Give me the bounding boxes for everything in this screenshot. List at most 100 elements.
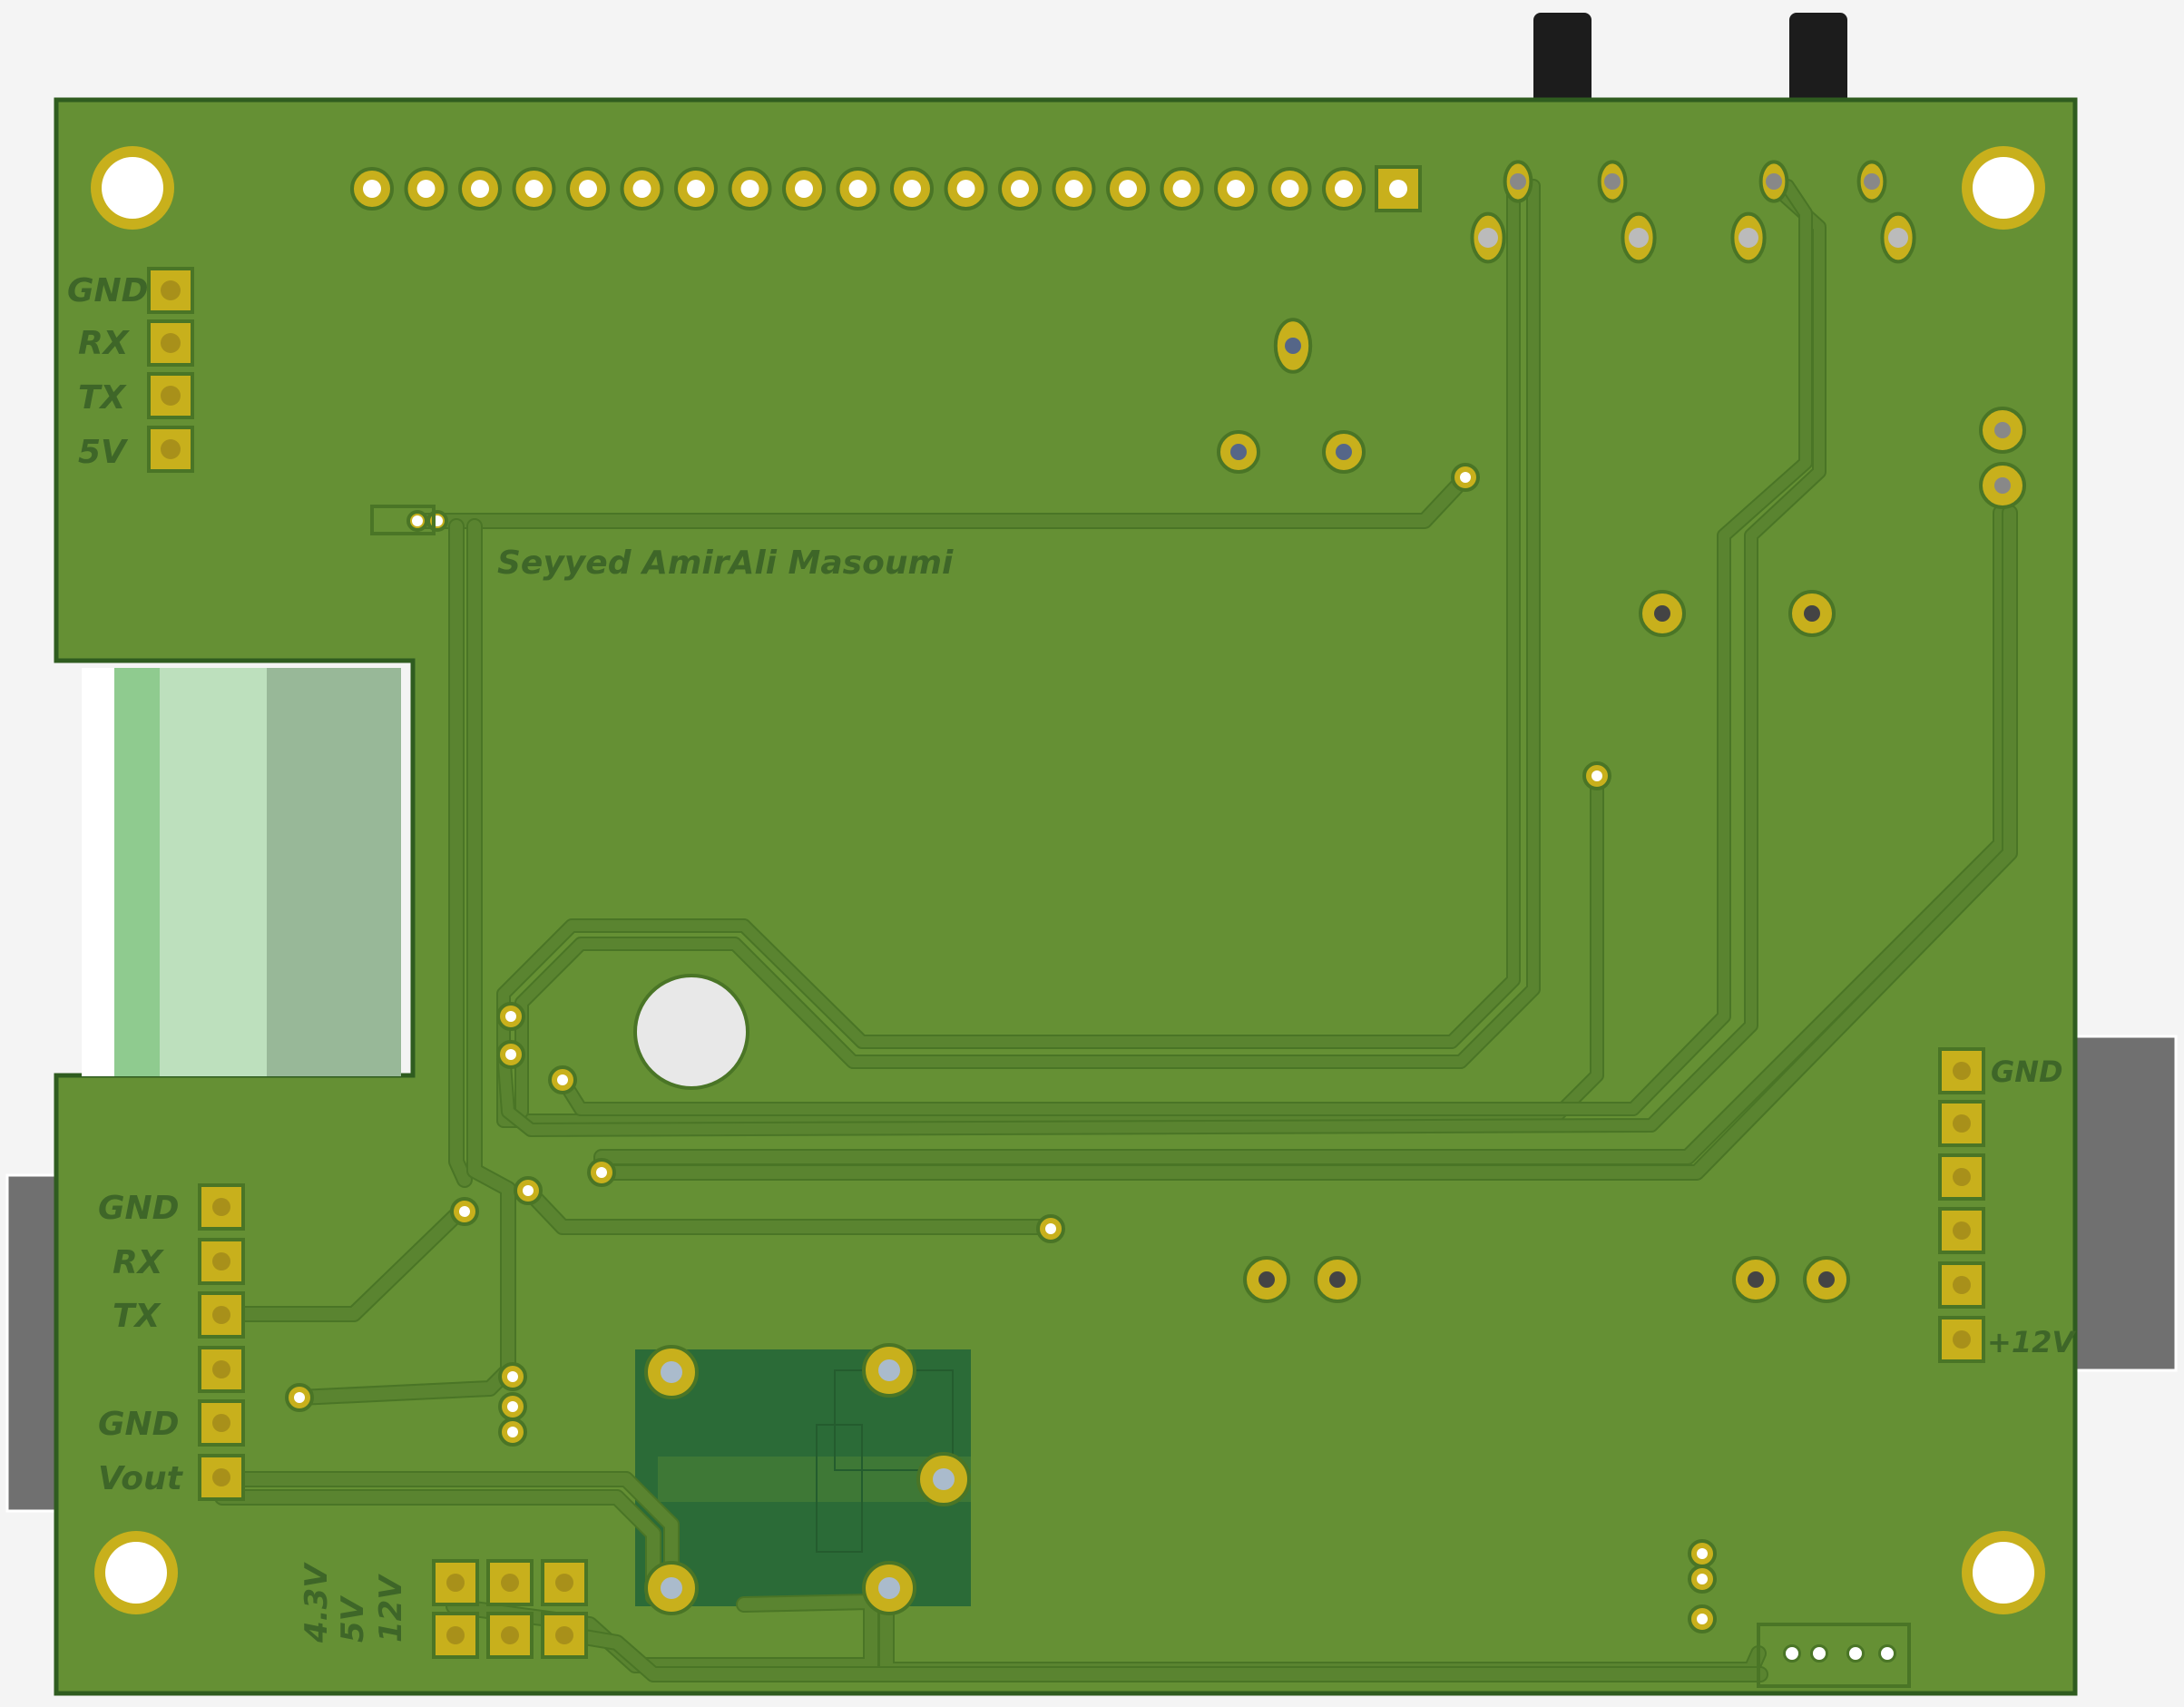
uart-header-top-pin-3 — [147, 372, 194, 419]
board-outline — [54, 97, 2078, 1696]
bottom-left-label-rx: RX — [113, 1244, 165, 1281]
voltage-jumper-5 — [486, 1612, 534, 1659]
voltage-jumper-1 — [432, 1559, 479, 1606]
capacitor-pad-1 — [1217, 430, 1260, 474]
bottom-left-label-gnd-2: GND — [98, 1406, 180, 1443]
bottom-left-label-vout: Vout — [98, 1460, 184, 1497]
trace-7 — [498, 181, 1825, 1135]
via-11 — [498, 1362, 527, 1391]
voltage-jumper-4 — [432, 1612, 479, 1659]
via-10 — [285, 1383, 314, 1412]
uart-header-bottom-pin-2 — [198, 1238, 245, 1285]
header-top-pin-12 — [944, 167, 988, 211]
power-header-pin-4 — [1938, 1207, 1985, 1254]
header-top-pin-11 — [890, 167, 934, 211]
via-4 — [496, 1040, 525, 1069]
header-top-pin-13 — [998, 167, 1042, 211]
regulator-pad-2 — [862, 1343, 916, 1398]
header-top-pin-16 — [1160, 167, 1204, 211]
via-5 — [548, 1065, 577, 1094]
voltage-jumper-3 — [541, 1559, 588, 1606]
trace-1 — [411, 471, 1472, 527]
uart-header-bottom-pin-5 — [198, 1399, 245, 1447]
regulator-pad-4 — [644, 1561, 699, 1615]
bottom-connector-pin-1 — [1783, 1644, 1801, 1663]
via-7 — [514, 1176, 543, 1205]
mounting-hole-bottom-right — [1962, 1531, 2045, 1614]
via-6 — [587, 1158, 616, 1187]
push-button-right — [1789, 13, 1847, 107]
regulator-pad-3 — [916, 1452, 971, 1506]
power-header-pin-6 — [1938, 1316, 1985, 1363]
power-led-pad-2 — [1979, 462, 2026, 509]
top-left-label-tx: TX — [78, 379, 128, 417]
header-top-pin-8 — [728, 167, 772, 211]
uart-header-top-pin-4 — [147, 426, 194, 473]
switch-pad-bottom-1 — [1470, 211, 1506, 264]
bottom-connector-pin-2 — [1810, 1644, 1828, 1663]
switch-pad-top-1 — [1503, 160, 1533, 203]
header-top-pin-17 — [1214, 167, 1258, 211]
via-14 — [1688, 1539, 1717, 1568]
header-top-pin-20 — [1375, 165, 1422, 212]
via-2 — [1582, 761, 1611, 790]
trace-10 — [595, 506, 2016, 1179]
right-label-gnd: GND — [1991, 1055, 2063, 1089]
header-top-pin-19 — [1322, 167, 1366, 211]
header-top-pin-4 — [512, 167, 556, 211]
header-top-pin-9 — [782, 167, 826, 211]
regulator-heatsink — [635, 1349, 971, 1606]
voltage-label-12v: 12V — [373, 1574, 409, 1643]
buzzer-pad-2 — [1788, 590, 1836, 637]
uart-header-top-pin-2 — [147, 319, 194, 367]
through-hole-pads — [147, 160, 2026, 1663]
power-header-pin-5 — [1938, 1261, 1985, 1309]
top-left-label-5v: 5V — [78, 434, 129, 471]
switch-pad-top-4 — [1856, 160, 1887, 203]
top-left-label-rx: RX — [78, 325, 131, 362]
via-8 — [450, 1197, 479, 1226]
trace-13 — [216, 1491, 660, 1604]
voltage-label-5v: 5V — [335, 1594, 371, 1643]
voltage-jumper-6 — [541, 1612, 588, 1659]
lcd-display-window — [82, 668, 401, 1076]
terminal-pad-4 — [1803, 1256, 1850, 1303]
header-top-pin-18 — [1268, 167, 1312, 211]
push-button-left — [1533, 13, 1591, 107]
switch-pad-bottom-2 — [1621, 211, 1657, 264]
trace-3 — [293, 520, 514, 1404]
uart-header-bottom-pin-3 — [198, 1291, 245, 1339]
header-top-pin-6 — [620, 167, 664, 211]
led-pad — [1273, 318, 1313, 374]
power-header-pin-1 — [1938, 1047, 1985, 1094]
via-16 — [1688, 1604, 1717, 1633]
header-top-pin-15 — [1106, 167, 1150, 211]
via-12 — [498, 1392, 527, 1421]
via-1 — [1451, 463, 1480, 492]
terminal-pad-1 — [1243, 1256, 1290, 1303]
uart-header-bottom-pin-6 — [198, 1454, 245, 1501]
header-top-pin-14 — [1052, 167, 1096, 211]
bottom-left-label-tx: TX — [113, 1298, 162, 1335]
bottom-connector-pin-3 — [1846, 1644, 1865, 1663]
terminal-pad-3 — [1732, 1256, 1779, 1303]
uart-header-top-pin-1 — [147, 267, 194, 314]
mounting-hole-bottom-left — [94, 1531, 178, 1614]
trace-2 — [450, 520, 471, 1186]
bottom-right-connector — [1757, 1623, 1911, 1688]
via-9 — [1036, 1214, 1065, 1243]
center-mounting-hole — [633, 974, 749, 1090]
voltage-jumper-2 — [486, 1559, 534, 1606]
right-label-12v: +12V — [1987, 1325, 2076, 1359]
regulator-pad-1 — [644, 1345, 699, 1399]
mounting-hole-top-left — [91, 146, 174, 230]
spi-pin-2 — [426, 510, 448, 532]
header-top-pin-3 — [458, 167, 502, 211]
spi-pin-1 — [406, 510, 428, 532]
capacitor-pad-2 — [1322, 430, 1366, 474]
right-side-connector — [2074, 1035, 2178, 1372]
power-led-pad-1 — [1979, 407, 2026, 454]
copper-traces — [210, 179, 2018, 1682]
switch-pad-top-2 — [1597, 160, 1628, 203]
